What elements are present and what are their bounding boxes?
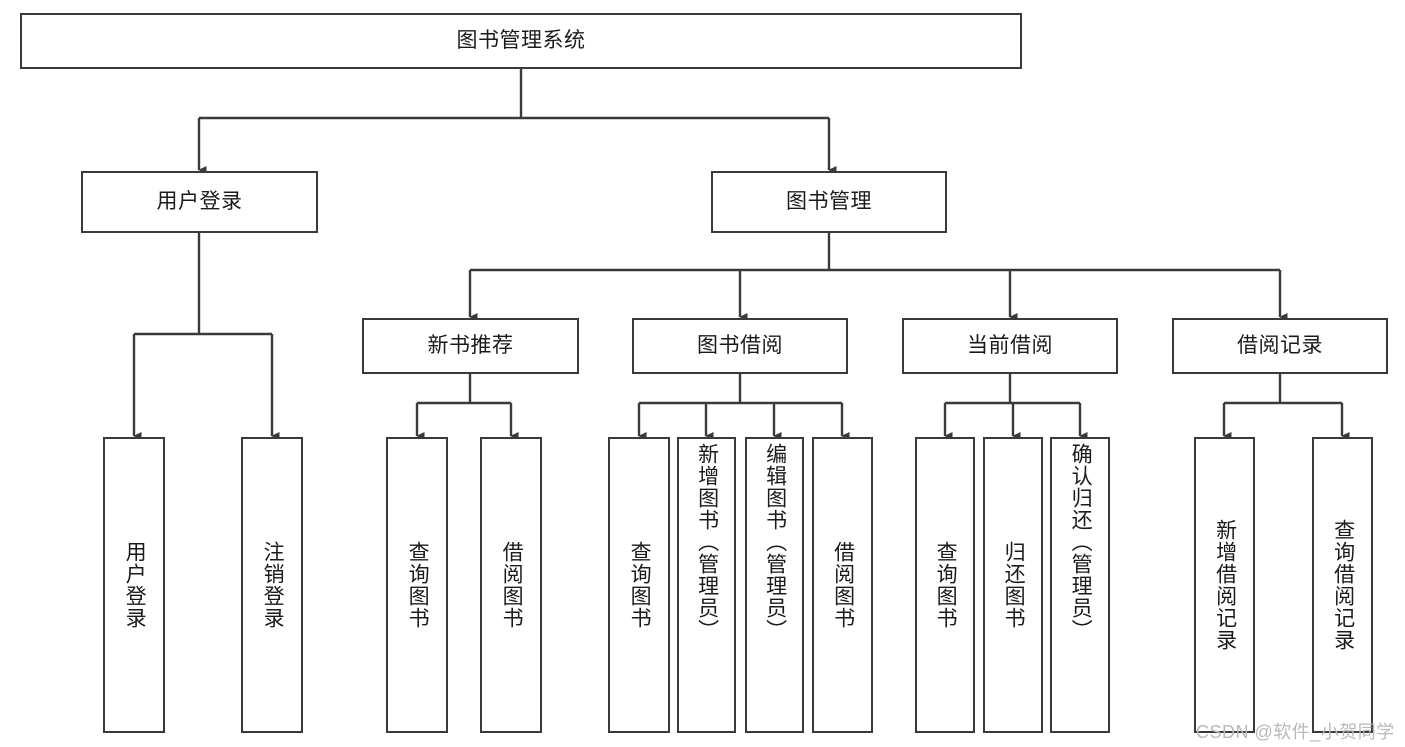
node-label: 确认归还（管理员） (1069, 443, 1093, 641)
node-label: 图书管理系统 (456, 29, 586, 53)
leaf-node-查询图书-4: 查询图书 (608, 437, 670, 733)
level3-node-借阅记录-3: 借阅记录 (1172, 318, 1388, 374)
leaf-node-注销登录-1: 注销登录 (241, 437, 303, 733)
node-label: 当前借阅 (967, 334, 1053, 358)
leaf-node-查询借阅记录-12: 查询借阅记录 (1312, 437, 1373, 733)
node-label: 图书借阅 (697, 334, 783, 358)
leaf-node-查询图书-8: 查询图书 (915, 437, 975, 733)
level2-node-图书管理-1: 图书管理 (711, 171, 947, 233)
node-label: 注销登录 (261, 541, 285, 629)
node-label: 用户登录 (156, 190, 243, 214)
node-label: 新增借阅记录 (1213, 519, 1237, 651)
node-label: 新增图书（管理员） (695, 443, 719, 641)
node-label: 查询图书 (934, 541, 958, 629)
leaf-node-归还图书-9: 归还图书 (983, 437, 1043, 733)
level2-node-用户登录-0: 用户登录 (81, 171, 318, 233)
node-label: 借阅图书 (831, 541, 855, 629)
node-label: 查询图书 (628, 541, 652, 629)
level3-node-新书推荐-0: 新书推荐 (362, 318, 579, 374)
leaf-node-确认归还管理员-10: 确认归还（管理员） (1050, 437, 1110, 733)
level3-node-当前借阅-2: 当前借阅 (902, 318, 1118, 374)
node-label: 借阅图书 (500, 541, 524, 629)
leaf-node-查询图书-2: 查询图书 (386, 437, 448, 733)
leaf-node-用户登录-0: 用户登录 (103, 437, 165, 733)
leaf-node-新增借阅记录-11: 新增借阅记录 (1194, 437, 1255, 733)
node-label: 归还图书 (1002, 541, 1026, 629)
root-node-图书管理系统-0: 图书管理系统 (20, 13, 1022, 69)
node-label: 图书管理 (786, 190, 872, 214)
leaf-node-借阅图书-7: 借阅图书 (812, 437, 873, 733)
node-label: 查询借阅记录 (1331, 519, 1355, 651)
leaf-node-新增图书管理员-5: 新增图书（管理员） (677, 437, 736, 733)
node-label: 查询图书 (406, 541, 430, 629)
level3-node-图书借阅-1: 图书借阅 (632, 318, 848, 374)
connector-group (132, 69, 1350, 441)
leaf-node-编辑图书管理员-6: 编辑图书（管理员） (745, 437, 804, 733)
node-label: 用户登录 (123, 541, 147, 629)
node-label: 编辑图书（管理员） (763, 443, 787, 641)
leaf-node-借阅图书-3: 借阅图书 (480, 437, 542, 733)
node-label: 新书推荐 (427, 334, 514, 358)
node-label: 借阅记录 (1237, 334, 1323, 358)
